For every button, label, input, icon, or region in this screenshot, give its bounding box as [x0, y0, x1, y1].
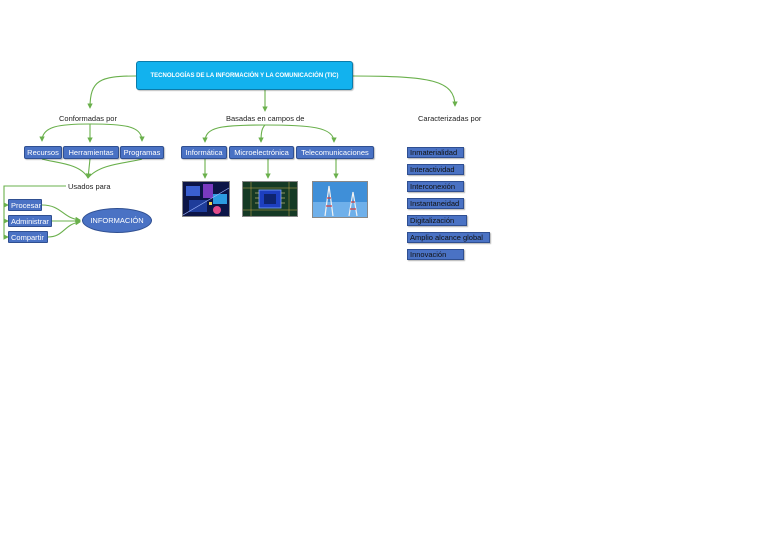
computer-montage-image: [182, 181, 230, 217]
node-informacion[interactable]: INFORMACIÓN: [82, 208, 152, 233]
node-microelectronica[interactable]: Microelectrónica: [229, 146, 294, 159]
node-herramientas[interactable]: Herramientas: [63, 146, 119, 159]
node-procesar[interactable]: Procesar: [8, 199, 42, 211]
node-informatica[interactable]: Informática: [181, 146, 227, 159]
connector-mid-telecom: [264, 124, 337, 143]
connector-left-recursos: [39, 123, 91, 142]
basadas-label: Basadas en campos de: [226, 114, 305, 123]
node-recursos[interactable]: Recursos: [24, 146, 62, 159]
node-programas[interactable]: Programas: [120, 146, 164, 159]
connector-compartir-info: [47, 219, 81, 238]
connector-title-right: [352, 75, 458, 107]
connector-mid-micro: [258, 124, 266, 143]
feature-interconexion[interactable]: Interconexión: [407, 181, 464, 192]
microchip-image: [242, 181, 298, 217]
usados-para-label: Usados para: [68, 182, 111, 191]
feature-interactividad[interactable]: Interactividad: [407, 164, 464, 175]
node-administrar[interactable]: Administrar: [8, 215, 52, 227]
telecom-tower-image: [312, 181, 368, 218]
feature-innovacion[interactable]: Innovación: [407, 249, 464, 260]
connector-usados-actions: [3, 185, 66, 238]
connector-mid-informatica: [202, 124, 266, 143]
feature-inmaterialidad[interactable]: Inmaterialidad: [407, 147, 464, 158]
feature-digitalizacion[interactable]: Digitalización: [407, 215, 467, 226]
connector-left-programas: [89, 123, 145, 142]
caracterizadas-label: Caracterizadas por: [418, 114, 482, 123]
node-compartir[interactable]: Compartir: [8, 231, 48, 243]
conformadas-por-label: Conformadas por: [59, 114, 117, 123]
node-telecomunicaciones[interactable]: Telecomunicaciones: [296, 146, 374, 159]
connector-title-left: [87, 75, 137, 109]
feature-amplio-alcance-global[interactable]: Amplio alcance global: [407, 232, 490, 243]
connector-items-usados: [41, 158, 143, 178]
feature-instantaneidad[interactable]: Instantaneidad: [407, 198, 464, 209]
main-title-node[interactable]: TECNOLOGÍAS DE LA INFORMACIÓN Y LA COMUN…: [136, 61, 353, 90]
